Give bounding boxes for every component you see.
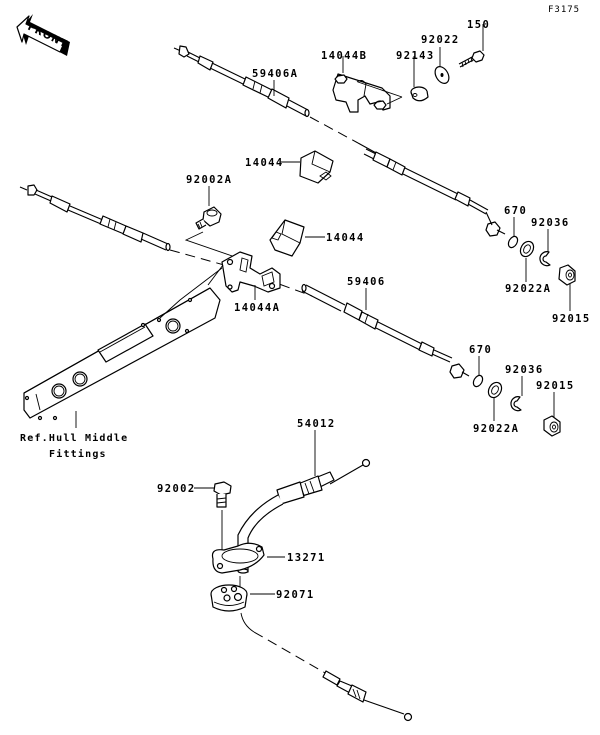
o-ring-670-lower[interactable] (472, 374, 485, 388)
cable-59406-front[interactable] (19, 184, 171, 252)
label-92015-upper[interactable]: 92015 (552, 313, 591, 325)
leader-lines (75, 24, 571, 595)
label-14044B[interactable]: 14044B (321, 50, 367, 62)
washer-92022A-upper[interactable] (518, 239, 536, 259)
assembly-line (159, 267, 223, 319)
label-14044-upper[interactable]: 14044 (245, 157, 284, 169)
front-arrow-icon: FRONT (16, 14, 70, 56)
grommet-92071[interactable] (210, 584, 248, 612)
clamp-bracket-14044B[interactable] (332, 73, 391, 113)
collar-92143[interactable] (410, 86, 429, 102)
choke-cable-lower-end[interactable] (322, 670, 413, 722)
cable-bracket-14044A[interactable] (221, 251, 281, 293)
washer-92022A-lower[interactable] (486, 380, 504, 400)
assembly-line (184, 231, 239, 259)
assembly-line (240, 612, 255, 633)
assembly-line (207, 264, 224, 286)
label-13271[interactable]: 13271 (287, 552, 326, 564)
label-92036-lower[interactable]: 92036 (505, 364, 544, 376)
washer-92022[interactable] (432, 64, 451, 86)
cable-cover-14044-upper[interactable] (299, 150, 334, 184)
label-14044-lower[interactable]: 14044 (326, 232, 365, 244)
label-92036-upper[interactable]: 92036 (531, 217, 570, 229)
figure-code: F3175 (548, 5, 580, 15)
label-670-lower[interactable]: 670 (469, 344, 492, 356)
o-ring-670-upper[interactable] (507, 235, 520, 249)
label-92071[interactable]: 92071 (276, 589, 315, 601)
clip-92036-lower[interactable] (510, 396, 522, 412)
nut-92015-upper[interactable] (558, 264, 576, 286)
plate-13271[interactable] (211, 542, 265, 574)
cable-59406A[interactable] (173, 45, 310, 118)
label-92143[interactable]: 92143 (396, 50, 435, 62)
assembly-line (253, 631, 328, 675)
assembly-line (357, 81, 403, 105)
label-92022A-upper[interactable]: 92022A (505, 283, 551, 295)
cable-59406-rear[interactable] (301, 283, 470, 379)
label-14044A[interactable]: 14044A (234, 302, 280, 314)
cable-59406A-rear[interactable] (363, 148, 506, 237)
label-150[interactable]: 150 (467, 19, 490, 31)
label-92002[interactable]: 92002 (157, 483, 196, 495)
nut-92015-lower[interactable] (543, 415, 561, 437)
label-92002A[interactable]: 92002A (186, 174, 232, 186)
label-92015-lower[interactable]: 92015 (536, 380, 575, 392)
label-92022A-lower[interactable]: 92022A (473, 423, 519, 435)
bolt-150[interactable] (458, 50, 485, 68)
bolt-92002[interactable] (213, 481, 232, 508)
hull-middle-fittings-panel (23, 287, 221, 421)
cable-cover-14044-lower[interactable] (269, 219, 305, 257)
label-59406A[interactable]: 59406A (252, 68, 298, 80)
assembly-line (309, 116, 359, 144)
label-92022[interactable]: 92022 (421, 34, 460, 46)
label-670-upper[interactable]: 670 (504, 205, 527, 217)
reference-note-line1: Ref.Hull Middle (20, 432, 128, 444)
label-59406[interactable]: 59406 (347, 276, 386, 288)
bolt-92002A[interactable] (195, 206, 222, 230)
reference-note-line2: Fittings (49, 448, 107, 460)
label-54012[interactable]: 54012 (297, 418, 336, 430)
clip-92036-upper[interactable] (539, 251, 551, 267)
